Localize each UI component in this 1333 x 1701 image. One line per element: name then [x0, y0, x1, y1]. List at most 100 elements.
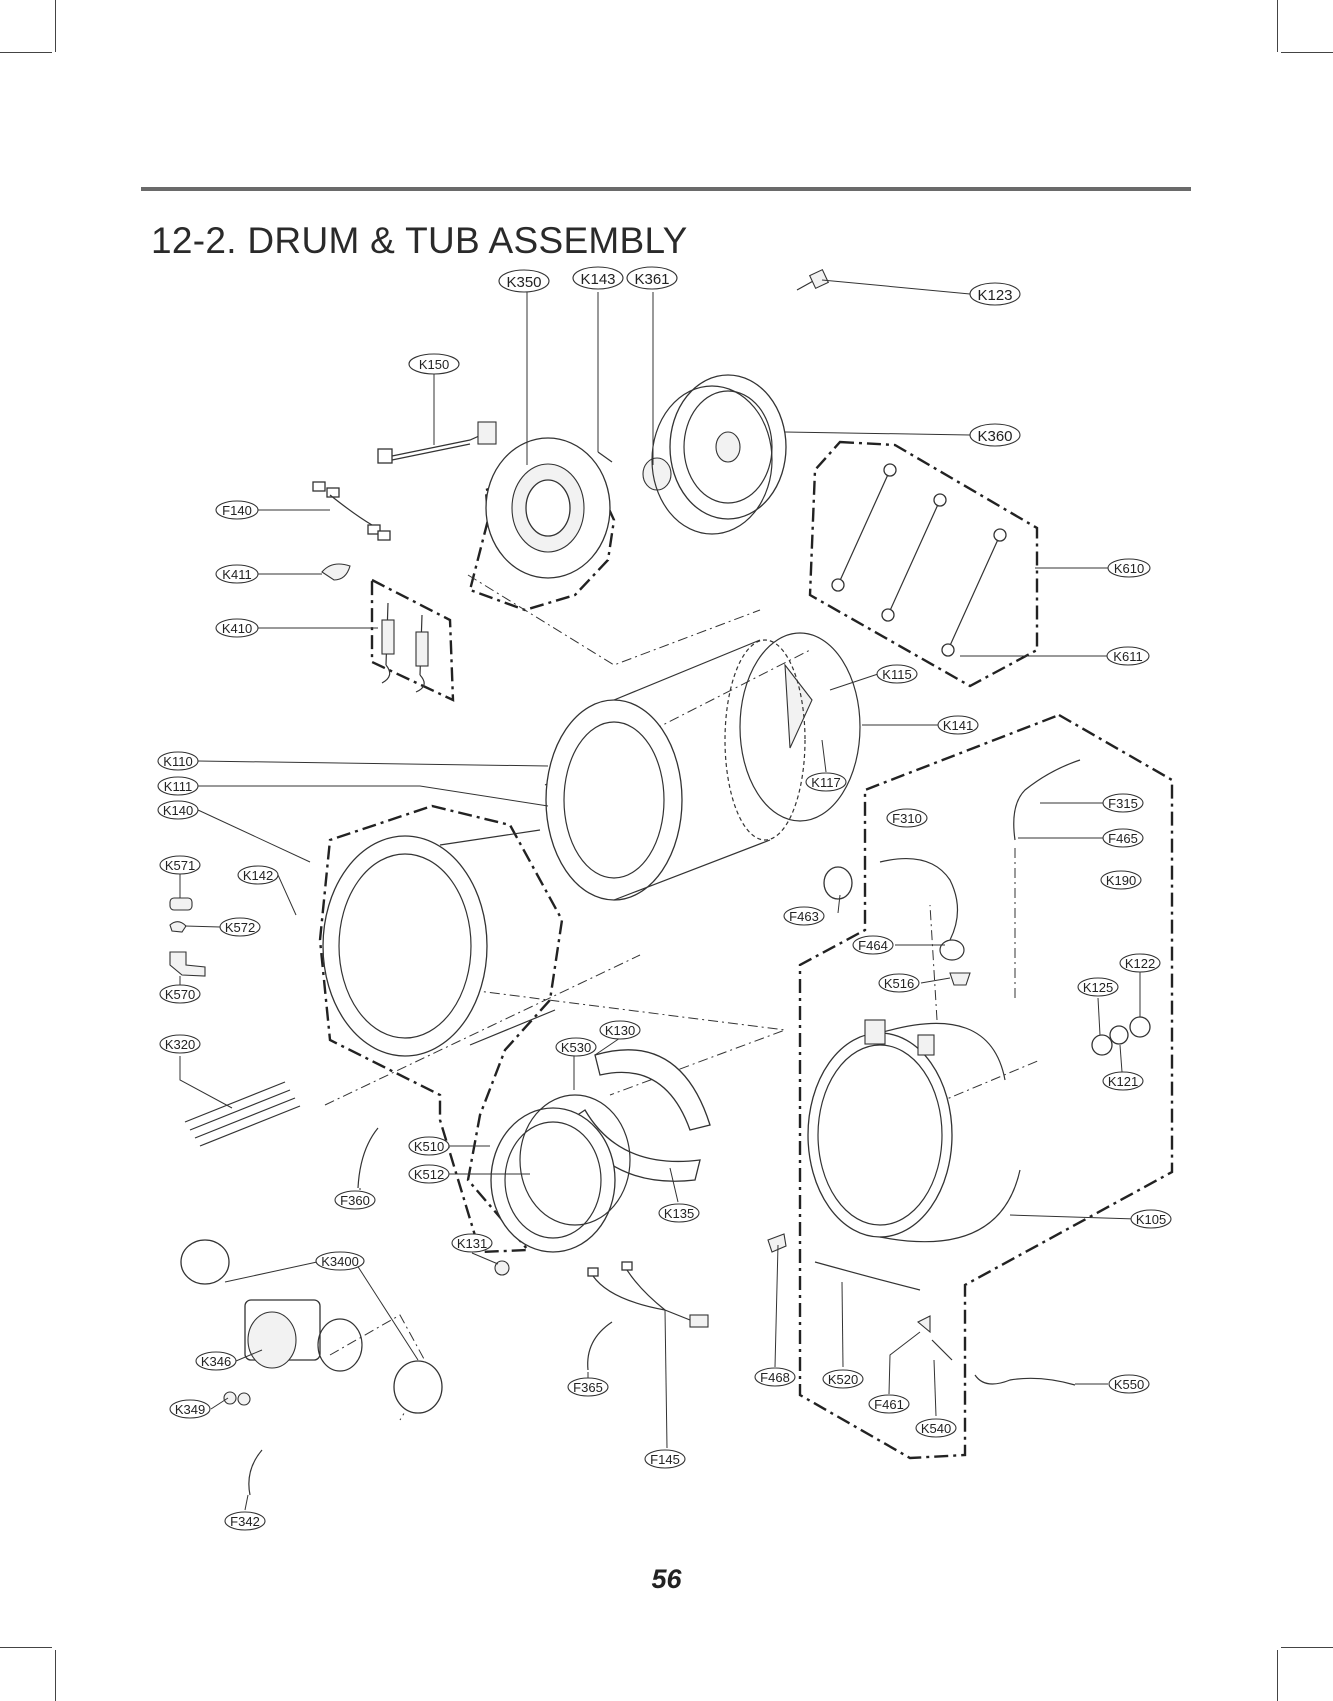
- heater-k320: [184, 1081, 301, 1147]
- callout-k346: K346: [195, 1351, 237, 1371]
- callout-f140: F140: [215, 500, 259, 520]
- callout-label: K150: [419, 357, 449, 372]
- callout-k510: K510: [408, 1136, 450, 1156]
- callout-label: K520: [828, 1372, 858, 1387]
- callout-f315: F315: [1102, 793, 1144, 813]
- wire-f365: [587, 1321, 613, 1371]
- callout-label: K571: [165, 858, 195, 873]
- callout-k540: K540: [915, 1418, 957, 1438]
- spring-group-outline: [370, 578, 455, 702]
- clip-k572: [169, 921, 187, 933]
- callout-k516: K516: [878, 973, 920, 993]
- callout-f464: F464: [852, 935, 894, 955]
- callout-k572: K572: [219, 917, 261, 937]
- callout-k361: K361: [626, 266, 678, 290]
- callout-label: F468: [760, 1370, 790, 1385]
- callout-k349: K349: [169, 1399, 211, 1419]
- callout-label: K141: [943, 718, 973, 733]
- callout-label: K130: [605, 1023, 635, 1038]
- callout-label: K111: [164, 779, 192, 794]
- callout-label: K540: [921, 1421, 951, 1436]
- callout-label: F464: [858, 938, 888, 953]
- callout-label: K320: [165, 1037, 195, 1052]
- callout-label: F145: [650, 1452, 680, 1467]
- part-k516: [949, 972, 971, 986]
- harness-f140: [312, 481, 391, 541]
- callout-k571: K571: [159, 855, 201, 875]
- screw-k349: [237, 1392, 251, 1406]
- callout-label: K110: [163, 754, 192, 769]
- callout-k135: K135: [658, 1203, 700, 1223]
- callout-k141: K141: [937, 715, 979, 735]
- stator-k350: [485, 437, 611, 579]
- callout-label: K512: [414, 1167, 444, 1182]
- callout-label: K131: [457, 1236, 487, 1251]
- callout-label: K411: [222, 567, 251, 582]
- callout-label: K570: [165, 987, 195, 1002]
- wire-k550: [974, 1374, 1076, 1386]
- callout-label: K349: [175, 1402, 205, 1417]
- callout-label: F315: [1108, 796, 1138, 811]
- callout-k610: K610: [1107, 558, 1151, 578]
- clamp-k130: [594, 1049, 711, 1131]
- callout-label: K550: [1114, 1377, 1144, 1392]
- bearing-k121: [1109, 1025, 1129, 1045]
- callout-k143: K143: [572, 266, 624, 290]
- callout-label: K346: [201, 1354, 231, 1369]
- callout-label: F360: [340, 1193, 370, 1208]
- crop-mark: [1277, 0, 1278, 52]
- callout-label: K516: [884, 976, 914, 991]
- callout-f463: F463: [783, 906, 825, 926]
- callout-label: K125: [1083, 980, 1113, 995]
- callout-k111: K111: [157, 776, 199, 796]
- callout-k530: K530: [555, 1037, 597, 1057]
- callout-k512: K512: [408, 1164, 450, 1184]
- callout-label: K510: [414, 1139, 444, 1154]
- callout-k411: K411: [215, 564, 259, 584]
- callout-k360: K360: [969, 423, 1021, 447]
- hub-k361: [642, 457, 672, 491]
- header-rule: [141, 187, 1191, 191]
- cap-f463: [823, 866, 853, 900]
- callout-k110: K110: [157, 751, 199, 771]
- callout-label: K121: [1108, 1074, 1138, 1089]
- callout-label: F463: [789, 909, 819, 924]
- callout-k130: K130: [599, 1020, 641, 1040]
- callout-k3400: K3400: [315, 1251, 365, 1271]
- bearing-k125: [1091, 1034, 1113, 1056]
- crop-mark: [55, 1650, 56, 1701]
- callout-label: K105: [1136, 1212, 1166, 1227]
- callout-label: K360: [977, 428, 1012, 445]
- tub-group-outline: [798, 713, 1174, 1460]
- clamp-f464: [939, 939, 965, 961]
- hose-f315: [1013, 759, 1081, 841]
- part-k571: [169, 897, 193, 911]
- bearing-k122: [1129, 1016, 1151, 1038]
- callout-label: K611: [1113, 649, 1142, 664]
- callout-k410: K410: [215, 618, 259, 638]
- callout-label: K410: [222, 621, 252, 636]
- crop-mark: [0, 1647, 52, 1648]
- callout-label: K135: [664, 1206, 694, 1221]
- crop-mark: [1281, 52, 1333, 53]
- screw-k349: [223, 1391, 237, 1405]
- tub-front-k140: [322, 829, 556, 1057]
- callout-f342: F342: [224, 1511, 266, 1531]
- callout-label: K143: [580, 271, 615, 288]
- callout-f465: F465: [1102, 828, 1144, 848]
- crop-mark: [1277, 1650, 1278, 1701]
- crop-mark: [0, 52, 52, 53]
- callout-f145: F145: [644, 1449, 686, 1469]
- callout-label: F465: [1108, 831, 1138, 846]
- drum-k110: [545, 639, 806, 901]
- section-title: 12-2. DRUM & TUB ASSEMBLY: [151, 220, 688, 261]
- callout-label: K140: [163, 803, 193, 818]
- callout-label: F140: [222, 503, 252, 518]
- wire-f342: [248, 1449, 263, 1496]
- springs-k410: [381, 602, 429, 693]
- wire-harness-k150: [377, 421, 497, 464]
- callout-label: K190: [1106, 873, 1136, 888]
- part-f468: [767, 1233, 787, 1253]
- hose-k520: [814, 1261, 921, 1291]
- axis-line: [929, 904, 938, 1021]
